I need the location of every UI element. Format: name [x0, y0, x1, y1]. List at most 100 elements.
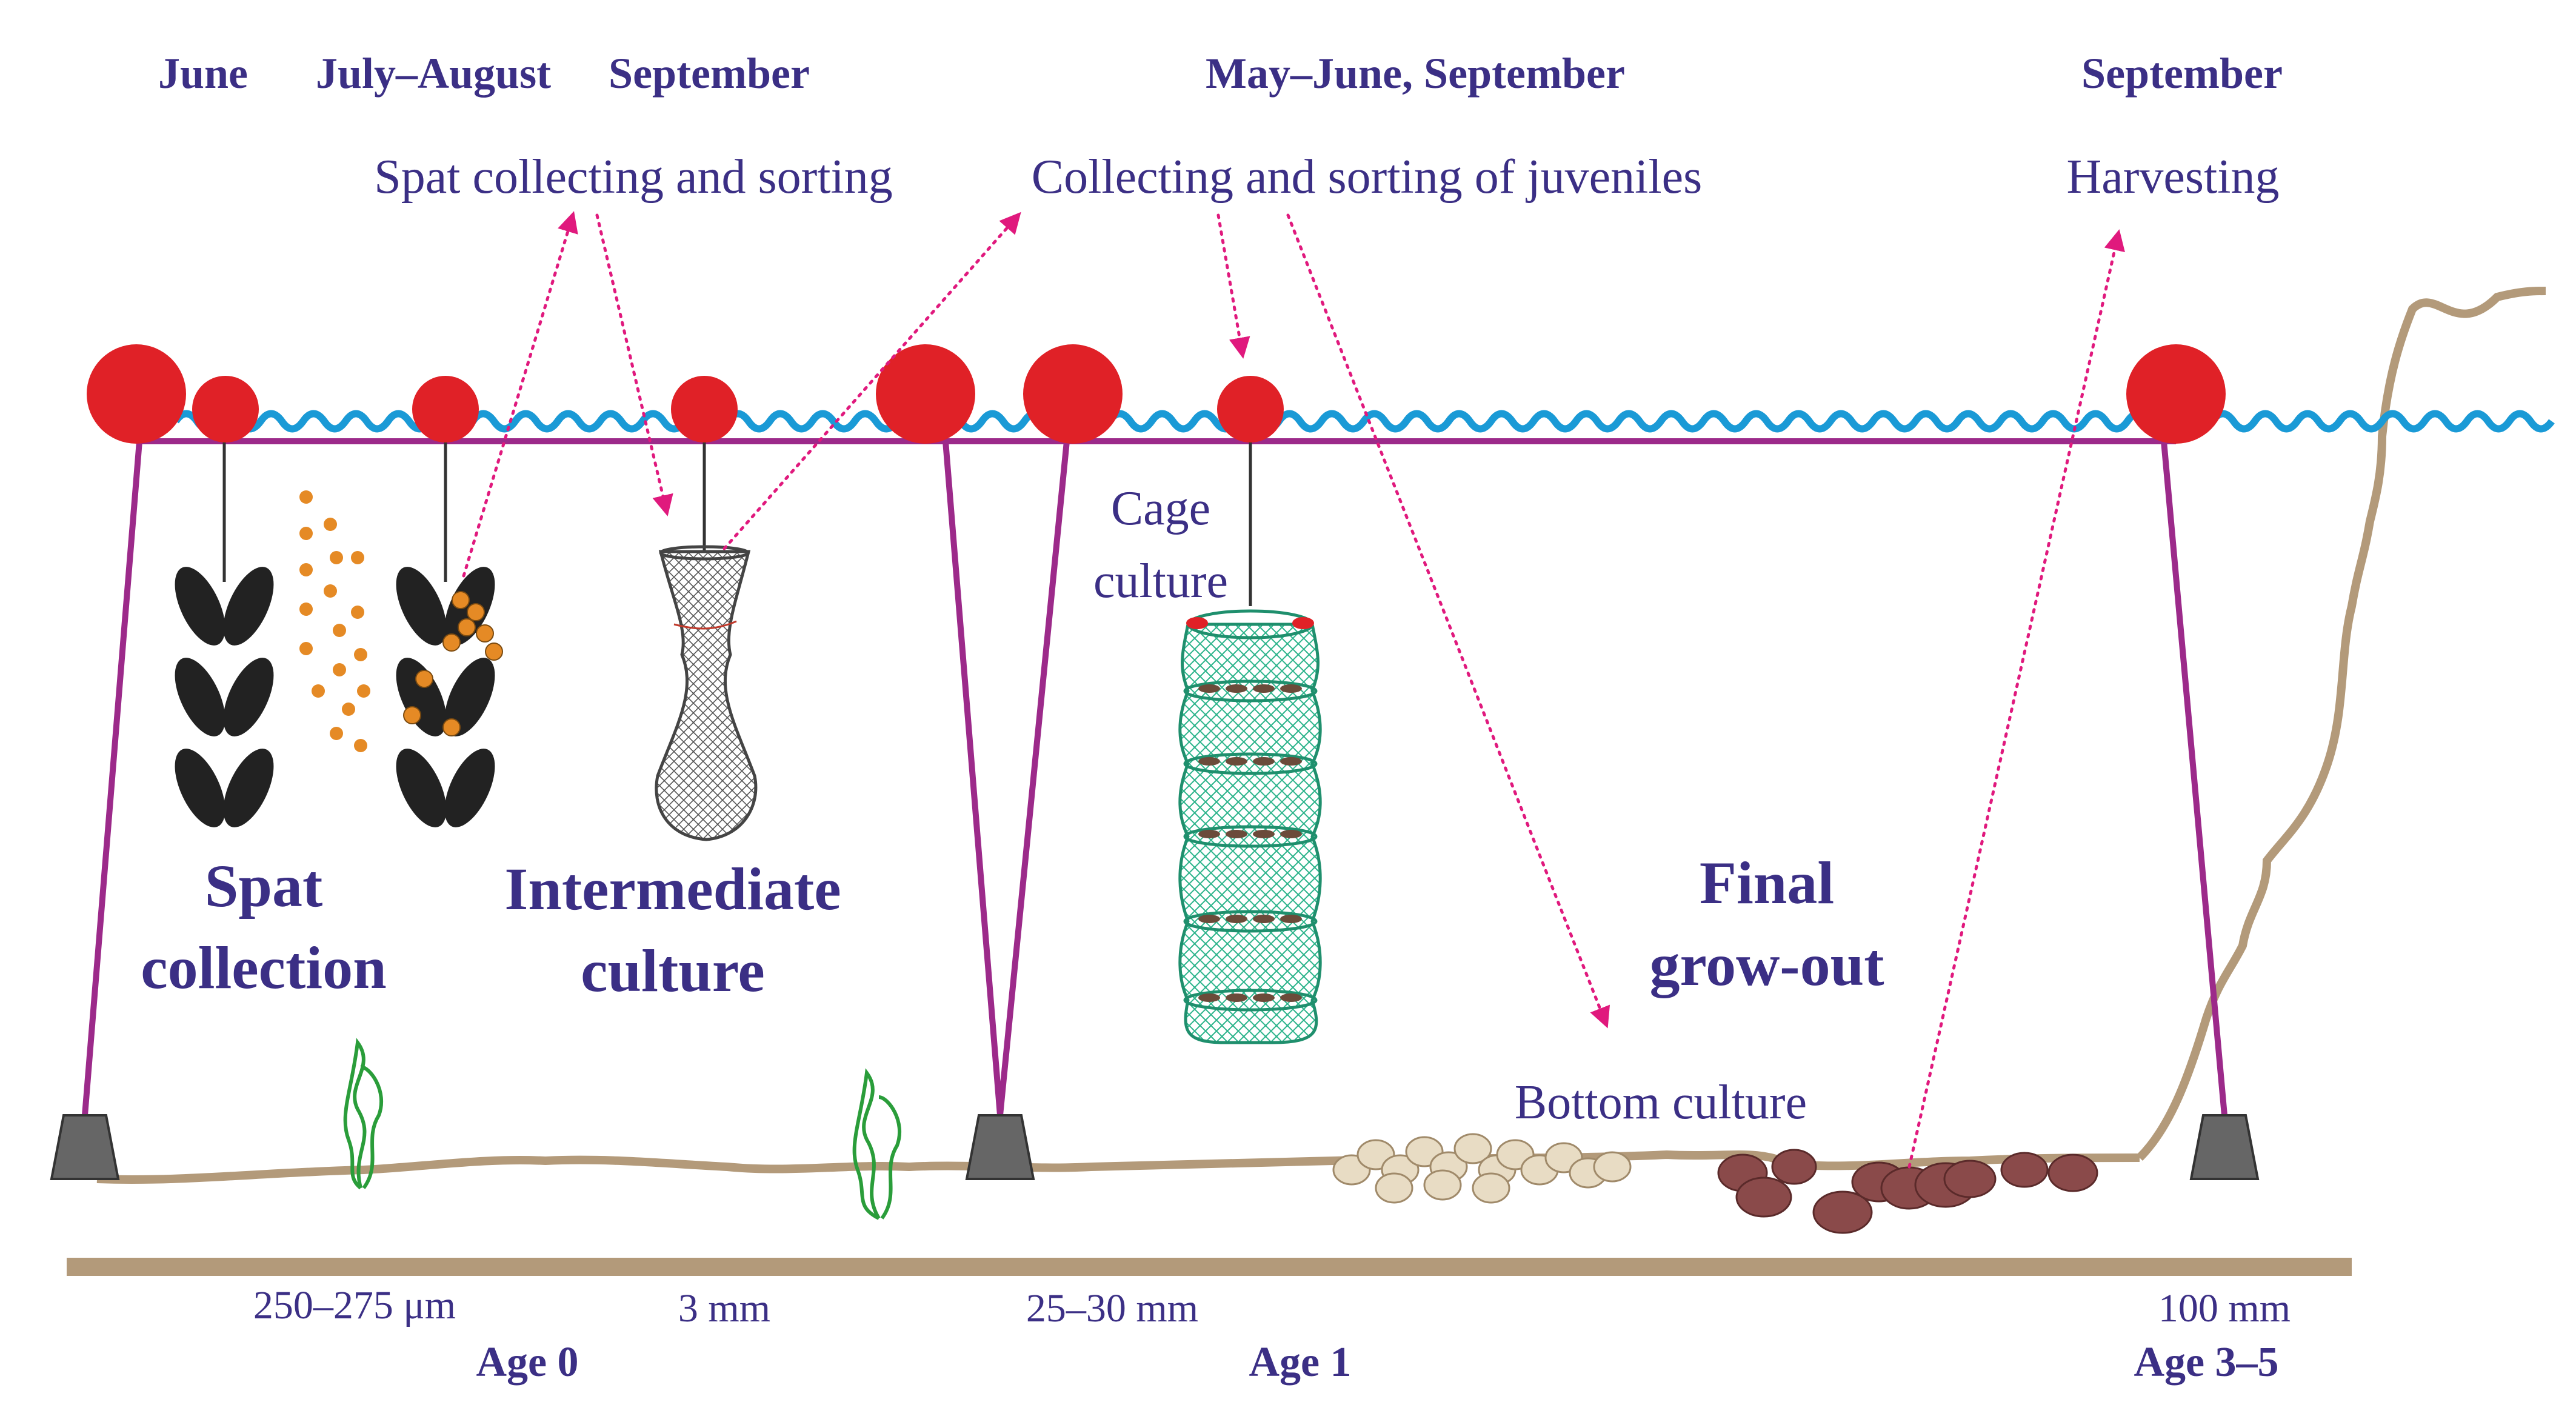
buoy-large-2 — [876, 344, 975, 444]
caged-scallop — [1198, 915, 1220, 923]
size-spat: 250–275 μm — [253, 1283, 456, 1327]
stage-spat-collection-line2: collection — [141, 934, 386, 1001]
arrow-bottom-to-harvesting — [1907, 229, 2125, 1169]
stage-intermediate-line1: Intermediate — [504, 855, 841, 923]
spat-larva-dot — [299, 603, 313, 616]
month-september-1: September — [609, 49, 810, 98]
spat-larva-dot — [351, 551, 364, 564]
age-3-5: Age 3–5 — [2134, 1339, 2278, 1386]
spat-larva-dot — [342, 703, 355, 716]
anchor-1 — [50, 1114, 120, 1180]
caged-scallop — [1253, 915, 1275, 923]
lantern-net-cage — [1178, 609, 1322, 1044]
arrow-spat-to-sorting — [462, 211, 578, 578]
adult-scallop — [2047, 1153, 2098, 1192]
juvenile-scallop — [1472, 1172, 1510, 1204]
age-0: Age 0 — [476, 1339, 578, 1386]
buoy-small-1 — [192, 376, 259, 442]
lantern-tier — [1183, 679, 1318, 703]
spat-larva-dot — [299, 527, 313, 540]
spat-larvae-dots — [299, 490, 370, 752]
arrow-pearl-net-to-juvenile-sorting — [722, 212, 1021, 550]
spat-larva-dot — [330, 551, 343, 564]
caged-scallop — [1280, 684, 1302, 693]
pearl-net — [655, 545, 758, 841]
spat-larva-dot — [333, 624, 346, 637]
buoy-large-3 — [1023, 344, 1123, 444]
spat-larva-dot — [351, 606, 364, 619]
lantern-tier — [1183, 910, 1318, 933]
month-june: June — [158, 49, 248, 98]
caged-scallop — [1198, 830, 1220, 838]
buoy-large-4 — [2126, 344, 2226, 444]
juvenile-scallop — [1375, 1172, 1413, 1204]
caged-scallop — [1253, 757, 1275, 766]
stage-cage-line2: culture — [1093, 555, 1228, 608]
anchor-3 — [2189, 1114, 2260, 1180]
lantern-tier — [1183, 752, 1318, 775]
stage-cage-line1: Cage — [1111, 482, 1210, 535]
juvenile-scallop — [1423, 1169, 1462, 1201]
spat-larva-dot — [299, 642, 313, 655]
juvenile-scallop — [1593, 1151, 1632, 1183]
adult-scallop — [1735, 1177, 1792, 1218]
buoy-small-3 — [671, 376, 738, 442]
adult-scallop — [1943, 1160, 1997, 1198]
seaweed-2 — [852, 1068, 902, 1220]
spat-larva-dot — [312, 684, 325, 698]
caged-scallop — [1253, 830, 1275, 838]
spat-larva-dot — [299, 490, 313, 504]
spat-larva-dot — [330, 727, 343, 740]
stage-bottom-culture: Bottom culture — [1515, 1076, 1807, 1129]
arrow-juvenile-sorting-to-cage — [1216, 213, 1250, 359]
buoy-small-4 — [1217, 376, 1284, 442]
anchor-line-3 — [997, 441, 1070, 1116]
spat-larva-dot — [333, 663, 346, 676]
anchor-line-2 — [943, 441, 1003, 1116]
attached-spat — [403, 591, 503, 736]
spat-larva-dot — [354, 648, 367, 661]
stage-final-line1: Final — [1700, 849, 1834, 916]
caged-scallop — [1253, 993, 1275, 1002]
stage-spat-collection-line1: Spat — [205, 852, 323, 920]
adult-scallop — [1812, 1190, 1873, 1234]
month-september-2: September — [2081, 49, 2283, 98]
spat-collector-1 — [175, 567, 274, 827]
size-intermediate: 3 mm — [678, 1286, 770, 1330]
caged-scallop — [1226, 757, 1247, 766]
lantern-tier — [1183, 825, 1318, 848]
stage-intermediate-line2: culture — [581, 937, 765, 1004]
lantern-tier — [1183, 989, 1318, 1012]
spat-larva-dot — [324, 518, 337, 531]
spat-larva-dot — [299, 563, 313, 576]
spat-larva-dot — [324, 584, 337, 598]
adult-scallop — [1771, 1149, 1817, 1185]
buoy-large-1 — [87, 344, 186, 444]
process-juvenile-sorting: Collecting and sorting of juveniles — [1032, 150, 1702, 204]
anchor-2 — [965, 1114, 1035, 1180]
size-adult: 100 mm — [2158, 1286, 2291, 1330]
anchor-line-1 — [82, 441, 142, 1116]
adult-scallops-bottom — [1717, 1149, 2098, 1234]
juvenile-scallops-bottom — [1332, 1133, 1632, 1204]
size-juvenile: 25–30 mm — [1026, 1286, 1198, 1330]
caged-scallop — [1280, 993, 1302, 1002]
adult-scallop — [2000, 1152, 2049, 1188]
caged-scallop — [1198, 757, 1220, 766]
caged-scallop — [1280, 915, 1302, 923]
caged-scallop — [1198, 684, 1220, 693]
age-1: Age 1 — [1249, 1339, 1351, 1386]
caged-scallop — [1226, 830, 1247, 838]
caged-scallop — [1280, 830, 1302, 838]
buoy-small-2 — [412, 376, 479, 442]
arrow-juvenile-sorting-to-bottom — [1286, 213, 1610, 1029]
seaweed-1 — [343, 1038, 384, 1190]
seabed-line — [96, 1150, 2140, 1184]
spat-collector-2 — [396, 567, 495, 827]
month-may-june-september: May–June, September — [1206, 49, 1625, 98]
caged-scallop — [1280, 757, 1302, 766]
spat-larva-dot — [357, 684, 370, 698]
caged-scallop — [1226, 993, 1247, 1002]
